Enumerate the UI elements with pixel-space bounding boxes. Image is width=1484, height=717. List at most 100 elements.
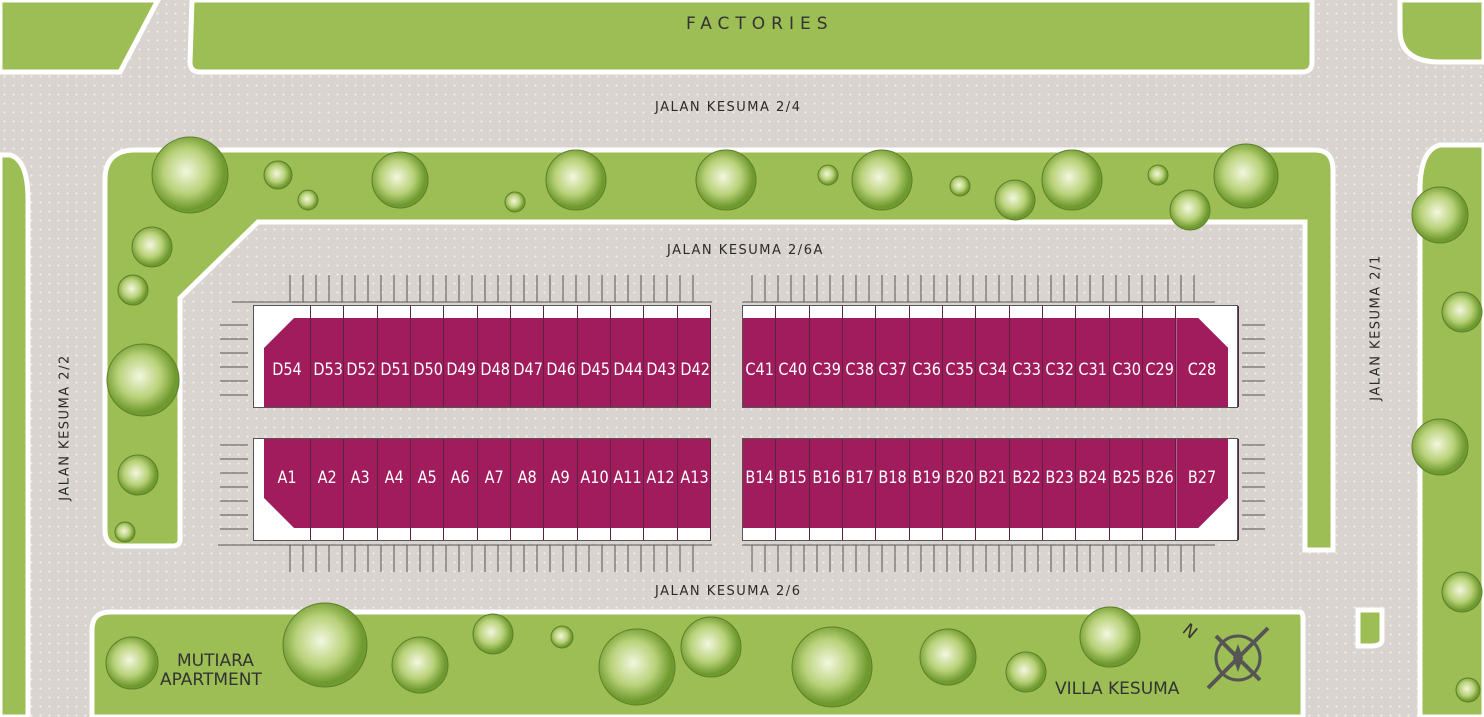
unit-b17[interactable]: B17 [842, 439, 877, 540]
unit-label: D53 [313, 359, 343, 380]
tree-icon [695, 149, 757, 211]
unit-fill: D44 [610, 318, 644, 407]
unit-fill: D45 [577, 318, 610, 407]
tree-icon [680, 616, 742, 678]
unit-label: A9 [550, 468, 571, 489]
unit-b14[interactable]: B14 [743, 439, 777, 540]
tree-icon [504, 191, 526, 213]
tree-icon [114, 521, 136, 543]
unit-c41[interactable]: C41 [743, 306, 777, 407]
unit-c30[interactable]: C30 [1109, 306, 1143, 407]
unit-c33[interactable]: C33 [1009, 306, 1043, 407]
tree-icon [151, 136, 229, 214]
unit-label: C41 [745, 359, 774, 380]
unit-b21[interactable]: B21 [976, 439, 1010, 540]
unit-label: D49 [446, 359, 477, 380]
unit-d44[interactable]: D44 [610, 306, 645, 407]
unit-d53[interactable]: D53 [311, 306, 345, 407]
unit-b24[interactable]: B24 [1076, 439, 1110, 540]
unit-a2[interactable]: A2 [311, 439, 345, 540]
unit-a8[interactable]: A8 [510, 439, 545, 540]
unit-fill: B22 [1009, 439, 1042, 528]
unit-d50[interactable]: D50 [410, 306, 445, 407]
tree-icon [1147, 164, 1169, 186]
unit-b20[interactable]: B20 [942, 439, 977, 540]
unit-d46[interactable]: D46 [544, 306, 578, 407]
tree-icon [817, 164, 839, 186]
unit-fill: B24 [1076, 439, 1109, 528]
unit-fill: B25 [1109, 439, 1142, 528]
unit-d48[interactable]: D48 [477, 306, 511, 407]
tree-icon [1169, 189, 1211, 231]
label-road-top: JALAN KESUMA 2/4 [655, 100, 802, 115]
unit-fill: C28 [1176, 318, 1228, 407]
unit-label: D43 [646, 359, 677, 380]
unit-a12[interactable]: A12 [644, 439, 678, 540]
unit-label: A8 [517, 468, 537, 489]
unit-fill: A9 [544, 439, 577, 528]
unit-c35[interactable]: C35 [942, 306, 977, 407]
unit-d45[interactable]: D45 [577, 306, 611, 407]
unit-d47[interactable]: D47 [510, 306, 545, 407]
unit-b27[interactable]: B27 [1176, 439, 1240, 540]
unit-b19[interactable]: B19 [909, 439, 943, 540]
unit-d51[interactable]: D51 [377, 306, 411, 407]
unit-fill: D43 [644, 318, 677, 407]
unit-label: C40 [778, 359, 808, 380]
unit-c29[interactable]: C29 [1142, 306, 1177, 407]
unit-d42[interactable]: D42 [677, 306, 711, 407]
unit-fill: A11 [610, 439, 644, 528]
unit-label: A5 [417, 468, 437, 489]
unit-b15[interactable]: B15 [776, 439, 810, 540]
unit-d49[interactable]: D49 [444, 306, 478, 407]
unit-a4[interactable]: A4 [377, 439, 411, 540]
unit-fill: B14 [743, 439, 776, 528]
unit-a6[interactable]: A6 [444, 439, 478, 540]
unit-a3[interactable]: A3 [344, 439, 378, 540]
tree-icon [105, 636, 159, 690]
unit-fill: C40 [776, 318, 809, 407]
unit-b18[interactable]: B18 [876, 439, 910, 540]
tree-icon [851, 149, 913, 211]
tree-icon [791, 626, 873, 708]
unit-fill: A3 [344, 439, 377, 528]
unit-label: C32 [1045, 359, 1074, 380]
unit-fill: A8 [510, 439, 544, 528]
unit-c37[interactable]: C37 [876, 306, 910, 407]
unit-d54[interactable]: D54 [254, 306, 311, 407]
green-top-left [0, 0, 161, 75]
unit-a9[interactable]: A9 [544, 439, 578, 540]
unit-fill: B18 [876, 439, 909, 528]
unit-c38[interactable]: C38 [842, 306, 877, 407]
unit-fill: A4 [377, 439, 410, 528]
unit-c39[interactable]: C39 [809, 306, 843, 407]
unit-c34[interactable]: C34 [976, 306, 1010, 407]
unit-a11[interactable]: A11 [610, 439, 645, 540]
unit-c31[interactable]: C31 [1076, 306, 1110, 407]
unit-c40[interactable]: C40 [776, 306, 810, 407]
unit-c32[interactable]: C32 [1042, 306, 1077, 407]
unit-b25[interactable]: B25 [1109, 439, 1143, 540]
unit-d43[interactable]: D43 [644, 306, 678, 407]
unit-label: B19 [912, 468, 941, 489]
unit-b22[interactable]: B22 [1009, 439, 1043, 540]
unit-a7[interactable]: A7 [477, 439, 511, 540]
unit-label: A13 [680, 468, 709, 489]
unit-a1[interactable]: A1 [254, 439, 311, 540]
unit-a13[interactable]: A13 [677, 439, 711, 540]
unit-c36[interactable]: C36 [909, 306, 943, 407]
unit-a10[interactable]: A10 [577, 439, 611, 540]
unit-c28[interactable]: C28 [1176, 306, 1240, 407]
unit-b23[interactable]: B23 [1042, 439, 1077, 540]
green-left-strip [0, 152, 31, 717]
tree-icon [545, 149, 607, 211]
unit-a5[interactable]: A5 [410, 439, 445, 540]
unit-b16[interactable]: B16 [809, 439, 843, 540]
tree-icon [919, 628, 977, 686]
unit-label: B21 [978, 468, 1008, 489]
unit-label: A7 [484, 468, 504, 489]
tree-icon [117, 274, 149, 306]
unit-b26[interactable]: B26 [1142, 439, 1177, 540]
unit-d52[interactable]: D52 [344, 306, 378, 407]
